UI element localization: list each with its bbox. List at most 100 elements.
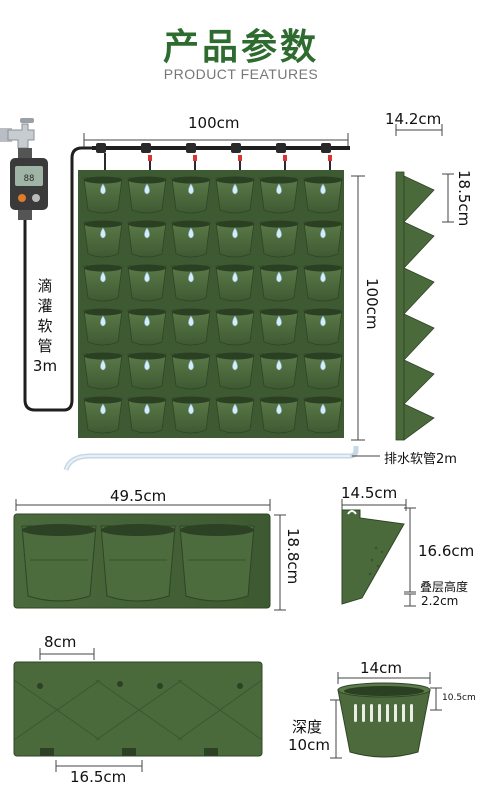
water-drop-icon (232, 315, 238, 327)
planter-pot (259, 353, 299, 390)
planter-pot-rim (172, 264, 210, 272)
planter-pot-rim (84, 308, 122, 316)
planter-pot (303, 353, 343, 390)
planter-pot (303, 309, 343, 346)
planter-pot-rim (216, 176, 254, 184)
planter-pot (83, 265, 123, 302)
drip-hose-char-2: 灌 (37, 297, 53, 315)
planter-pot-rim (128, 220, 166, 228)
planter-pot (83, 309, 123, 346)
water-drop-icon (320, 271, 326, 283)
water-drop-icon (320, 315, 326, 327)
drip-hose-char-1: 滴 (37, 277, 53, 295)
pot-depth-label-2: 10cm (288, 736, 330, 754)
module-side (341, 509, 405, 605)
water-drop-icon (276, 183, 282, 195)
water-drop-icon (100, 183, 106, 195)
water-drop-icon (188, 227, 194, 239)
planter-pot (83, 177, 123, 214)
planter-pot (303, 265, 343, 302)
pot-grid (83, 176, 343, 434)
module-front-dimension-lines (15, 499, 286, 611)
water-drop-icon (144, 403, 150, 415)
water-drop-icon (188, 403, 194, 415)
side-pitch-label: 18.5cm (455, 170, 473, 227)
water-drop-icon (144, 359, 150, 371)
planter-pot (171, 265, 211, 302)
drip-hose (23, 146, 96, 412)
planter-pot-rim (304, 352, 342, 360)
water-drop-icon (144, 315, 150, 327)
water-drop-icon (320, 403, 326, 415)
planter-pot (215, 353, 255, 390)
water-drop-icon (320, 359, 326, 371)
water-drop-icon (276, 403, 282, 415)
wall-panel (78, 170, 344, 438)
water-drop-icon (276, 227, 282, 239)
water-drop-icon (232, 271, 238, 283)
drip-hose-length: 3m (32, 357, 58, 375)
main-dimension-lines (83, 133, 365, 441)
planter-pot (303, 221, 343, 258)
planter-pot-rim (128, 264, 166, 272)
module-width-label: 49.5cm (110, 487, 167, 505)
planter-pot (303, 177, 343, 214)
planter-pot-rim (304, 264, 342, 272)
planter-pot-rim (216, 352, 254, 360)
planter-pot (127, 177, 167, 214)
side-profile (395, 171, 435, 441)
planter-pot (259, 397, 299, 434)
water-drop-icon (232, 227, 238, 239)
pot-depth-label-1: 深度 (292, 718, 323, 736)
planter-pot-rim (128, 308, 166, 316)
planter-pot-rim (84, 396, 122, 404)
side-profile-dimension-lines (395, 124, 454, 223)
planter-pot-rim (260, 396, 298, 404)
planter-pot-rim (172, 396, 210, 404)
planter-pot-rim (304, 396, 342, 404)
planter-pot-rim (216, 308, 254, 316)
module-height-label: 18.8cm (284, 528, 302, 585)
water-drop-icon (144, 271, 150, 283)
planter-pot (127, 353, 167, 390)
planter-pot (215, 265, 255, 302)
drip-hose-char-3: 软 (37, 317, 53, 335)
planter-pot (303, 397, 343, 434)
planter-pot-rim (84, 264, 122, 272)
water-drop-icon (232, 183, 238, 195)
water-drop-icon (232, 359, 238, 371)
planter-pot (127, 309, 167, 346)
planter-pot (127, 397, 167, 434)
planter-pot (127, 221, 167, 258)
water-drop-icon (100, 315, 106, 327)
planter-pot-rim (128, 352, 166, 360)
planter-pot (171, 309, 211, 346)
planter-pot (171, 397, 211, 434)
water-drop-icon (188, 183, 194, 195)
pot-diameter-label: 14cm (360, 659, 402, 677)
planter-pot (171, 177, 211, 214)
planter-pot-rim (128, 176, 166, 184)
side-depth-label: 14.2cm (385, 110, 442, 128)
planter-pot (171, 353, 211, 390)
water-drop-icon (188, 359, 194, 371)
planter-pot-rim (216, 264, 254, 272)
planter-pot (259, 265, 299, 302)
stack-height-label-2: 2.2cm (421, 594, 459, 608)
module-front (13, 513, 271, 609)
planter-pot-rim (260, 220, 298, 228)
water-drop-icon (320, 227, 326, 239)
planter-pot (215, 221, 255, 258)
pot (337, 682, 431, 758)
planter-pot-rim (216, 396, 254, 404)
water-drop-icon (144, 227, 150, 239)
page-subtitle: PRODUCT FEATURES (163, 66, 319, 82)
back-slot-label: 8cm (44, 633, 77, 651)
module-side-dimension-lines (341, 499, 416, 607)
faucet-icon (0, 118, 35, 149)
planter-pot-rim (172, 352, 210, 360)
water-drop-icon (232, 403, 238, 415)
planter-pot-rim (216, 220, 254, 228)
back-spacing-label: 16.5cm (70, 768, 127, 786)
